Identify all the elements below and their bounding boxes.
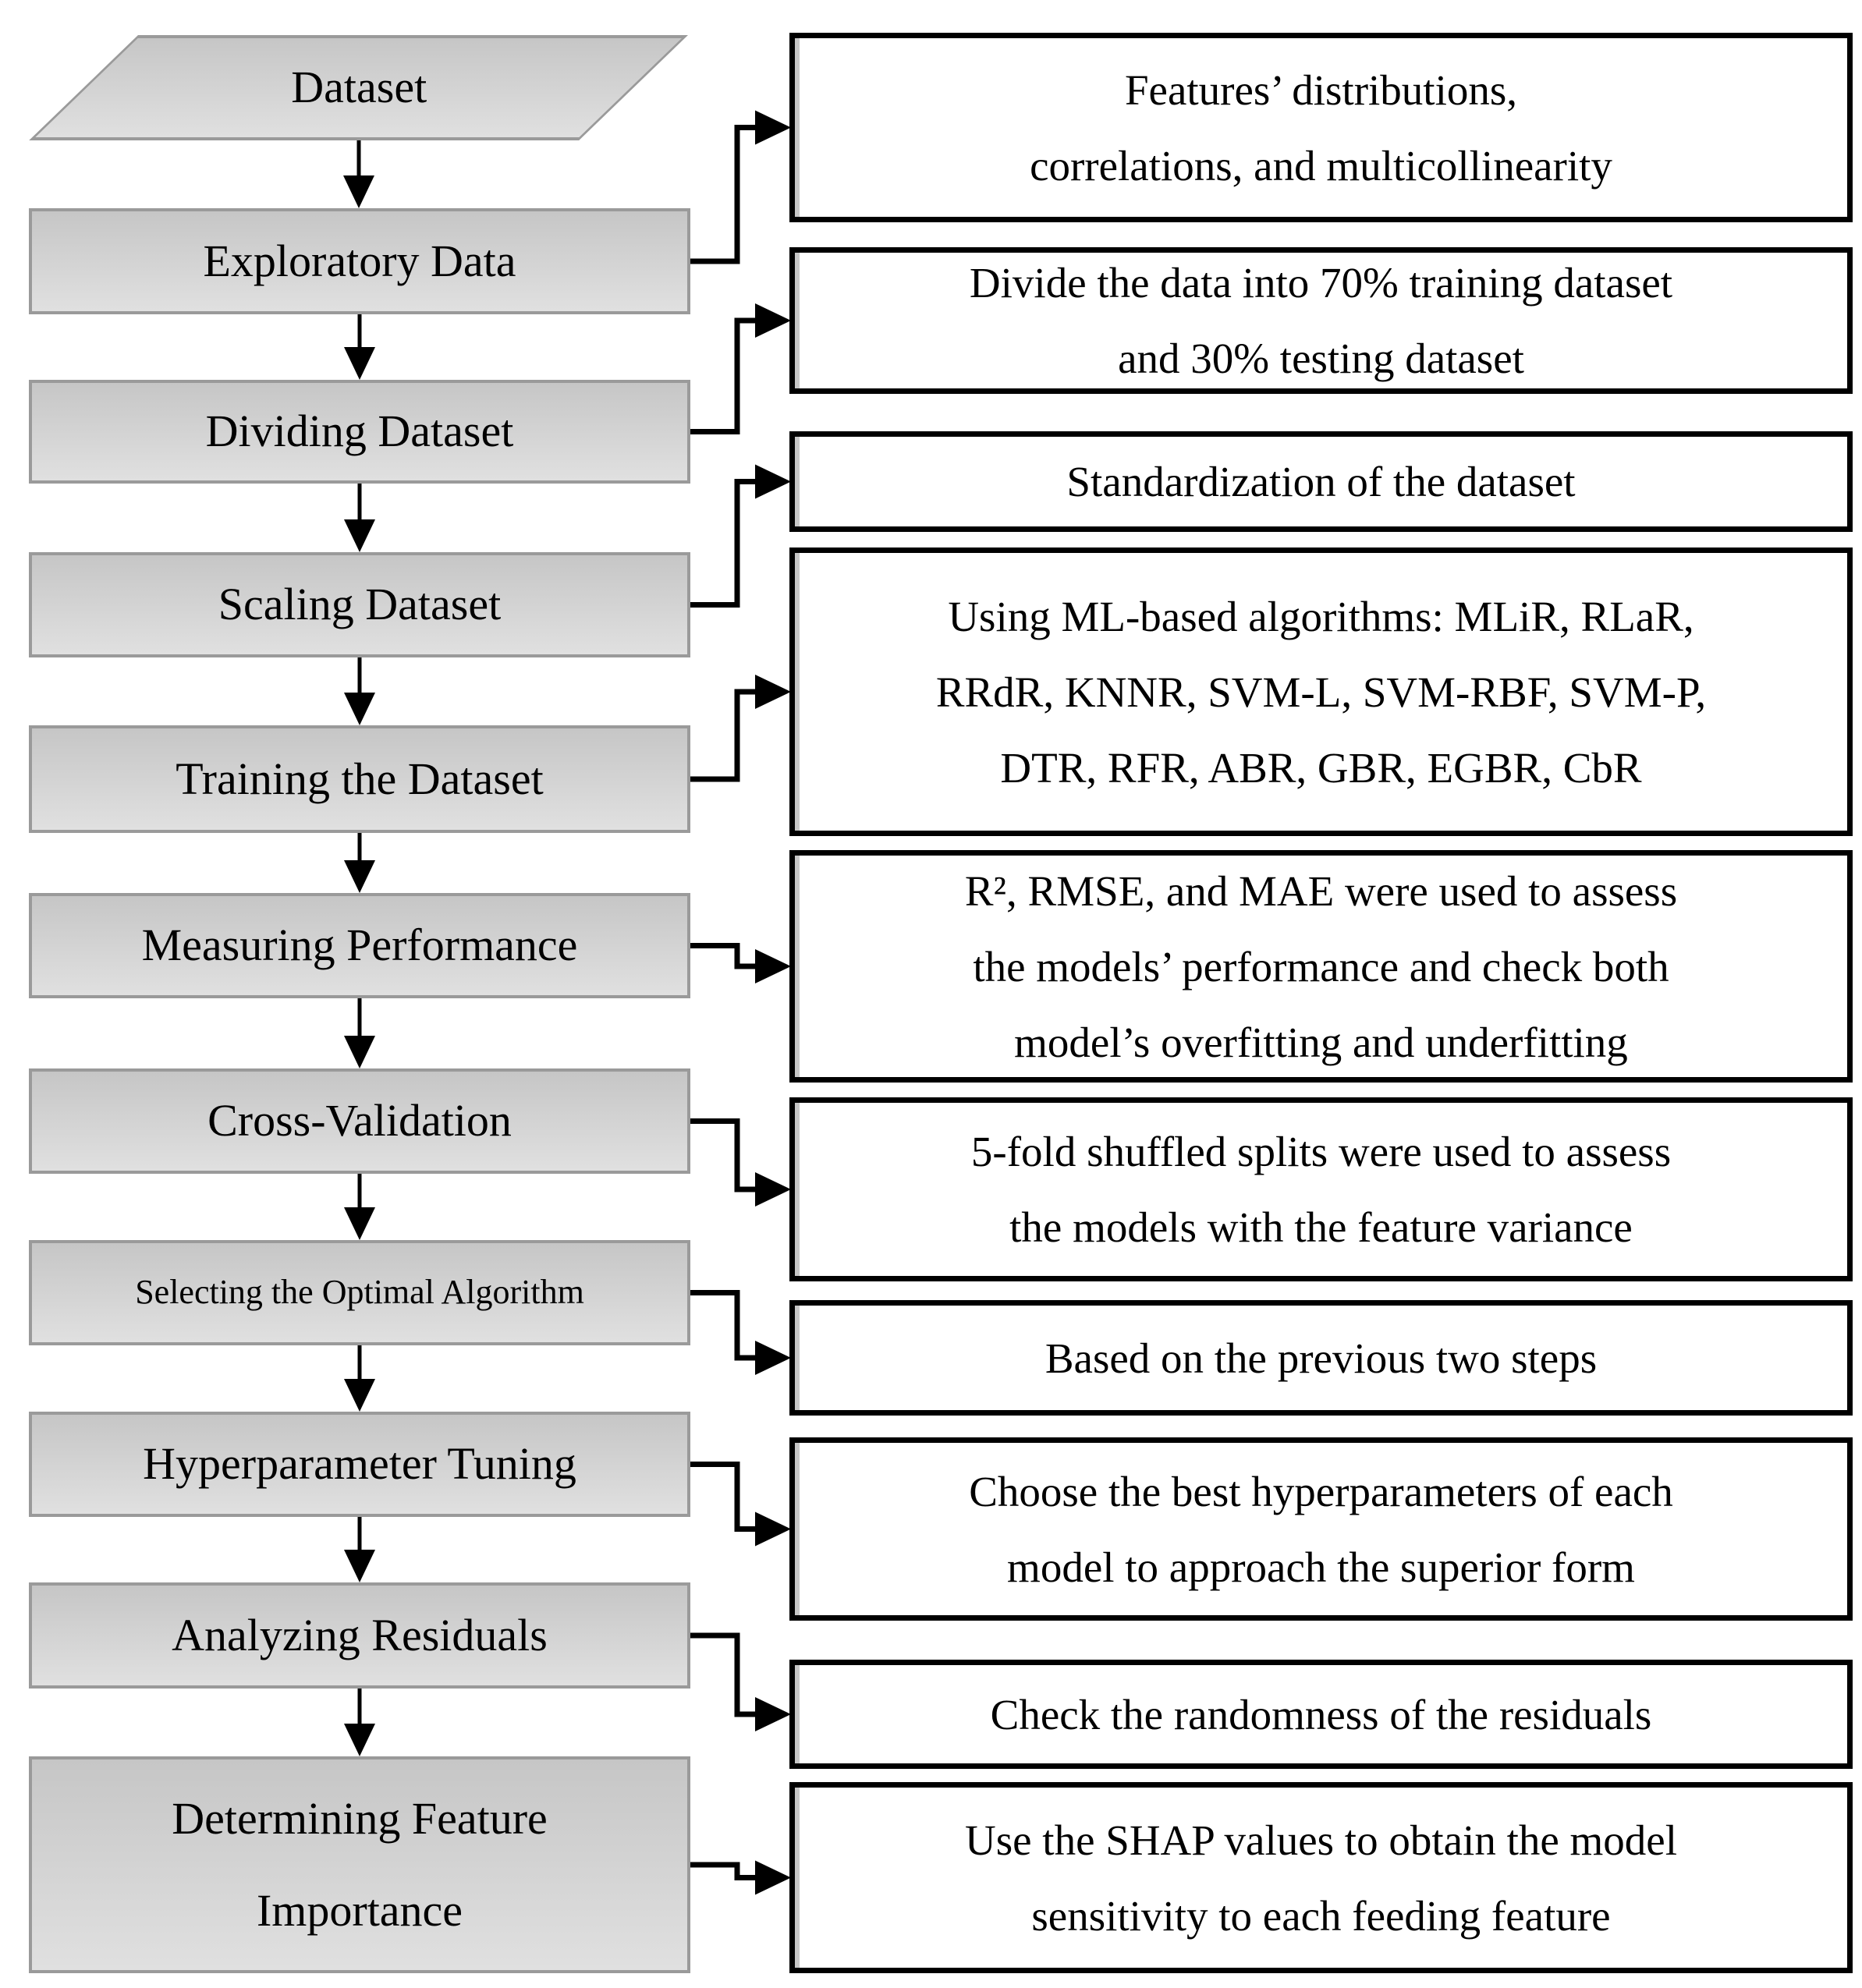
note-text: R², RMSE, and MAE were used to assess th… bbox=[964, 866, 1678, 1066]
flow-down-arrowhead-icon bbox=[344, 519, 375, 552]
note-best-hyperparameters: Choose the best hyperparameters of each … bbox=[789, 1437, 1853, 1621]
flow-elbow-connector bbox=[689, 689, 758, 782]
note-features-distributions: Features’ distributions, correlations, a… bbox=[789, 33, 1853, 222]
flow-down-arrowhead-icon bbox=[343, 175, 374, 208]
step-measuring-performance: Measuring Performance bbox=[29, 893, 690, 998]
note-ml-algorithms: Using ML-based algorithms: MLiR, RLaR, R… bbox=[789, 547, 1853, 836]
note-text: Use the SHAP values to obtain the model … bbox=[965, 1816, 1677, 1940]
step-label: Determining Feature Importance bbox=[172, 1793, 548, 1936]
step-scaling-dataset: Scaling Dataset bbox=[29, 552, 690, 657]
flow-elbow-connector bbox=[689, 943, 758, 969]
note-text: Features’ distributions, correlations, a… bbox=[1030, 66, 1612, 190]
step-determining-feature-importance: Determining Feature Importance bbox=[29, 1756, 690, 1973]
flow-right-arrowhead-icon bbox=[755, 1341, 791, 1375]
step-label: Dividing Dataset bbox=[205, 406, 514, 457]
note-text: Standardization of the dataset bbox=[1066, 458, 1576, 505]
step-label: Analyzing Residuals bbox=[172, 1609, 548, 1660]
flow-right-arrowhead-icon bbox=[755, 1860, 791, 1895]
step-label: Dataset bbox=[290, 62, 427, 113]
step-label: Cross-Validation bbox=[207, 1095, 512, 1146]
step-dividing-dataset: Dividing Dataset bbox=[29, 380, 690, 484]
flow-right-arrowhead-icon bbox=[755, 1172, 791, 1207]
note-text: 5-fold shuffled splits were used to asse… bbox=[970, 1128, 1672, 1251]
flow-down-arrowhead-icon bbox=[344, 1207, 375, 1240]
flow-down-arrowhead-icon bbox=[344, 1036, 375, 1068]
note-residual-randomness: Check the randomness of the residuals bbox=[789, 1660, 1853, 1769]
flow-elbow-connector bbox=[689, 1290, 758, 1361]
flow-right-arrowhead-icon bbox=[755, 1511, 791, 1547]
step-exploratory-data: Exploratory Data bbox=[29, 208, 690, 314]
note-based-on-previous-steps: Based on the previous two steps bbox=[789, 1300, 1853, 1416]
step-label: Measuring Performance bbox=[141, 920, 578, 971]
flow-down-arrowhead-icon bbox=[344, 693, 375, 725]
flow-right-arrowhead-icon bbox=[755, 303, 791, 338]
note-text: Divide the data into 70% training datase… bbox=[969, 259, 1673, 382]
note-text: Based on the previous two steps bbox=[1044, 1334, 1598, 1382]
note-divide-data: Divide the data into 70% training datase… bbox=[789, 247, 1853, 394]
flow-elbow-connector bbox=[689, 1462, 758, 1532]
step-training-dataset: Training the Dataset bbox=[29, 725, 690, 833]
step-label: Training the Dataset bbox=[176, 753, 544, 804]
step-label: Hyperparameter Tuning bbox=[143, 1438, 576, 1490]
note-text: Check the randomness of the residuals bbox=[990, 1690, 1652, 1738]
flow-down-arrowhead-icon bbox=[344, 1550, 375, 1582]
note-performance-metrics: R², RMSE, and MAE were used to assess th… bbox=[789, 850, 1853, 1083]
step-cross-validation: Cross-Validation bbox=[29, 1068, 690, 1174]
flow-right-arrowhead-icon bbox=[755, 110, 791, 145]
flow-elbow-connector bbox=[689, 1118, 758, 1192]
flow-right-arrowhead-icon bbox=[755, 675, 791, 709]
step-selecting-optimal-algorithm: Selecting the Optimal Algorithm bbox=[29, 1240, 690, 1345]
step-dataset: Dataset bbox=[29, 35, 688, 140]
step-label: Exploratory Data bbox=[203, 235, 516, 286]
step-hyperparameter-tuning: Hyperparameter Tuning bbox=[29, 1412, 690, 1517]
note-text: Choose the best hyperparameters of each … bbox=[969, 1467, 1673, 1591]
flow-down-arrowhead-icon bbox=[344, 860, 375, 893]
step-label: Selecting the Optimal Algorithm bbox=[135, 1273, 584, 1312]
flow-down-arrowhead-icon bbox=[344, 1724, 375, 1756]
flow-elbow-connector bbox=[689, 125, 758, 264]
note-standardization: Standardization of the dataset bbox=[789, 431, 1853, 532]
flow-right-arrowhead-icon bbox=[755, 949, 791, 983]
note-text: Using ML-based algorithms: MLiR, RLaR, R… bbox=[935, 592, 1707, 792]
flow-down-arrowhead-icon bbox=[344, 1379, 375, 1412]
flow-elbow-connector bbox=[689, 1632, 758, 1717]
step-label: Scaling Dataset bbox=[218, 579, 502, 630]
flow-elbow-connector bbox=[689, 317, 758, 434]
flow-elbow-connector bbox=[689, 1862, 758, 1880]
step-analyzing-residuals: Analyzing Residuals bbox=[29, 1582, 690, 1689]
note-shap-values: Use the SHAP values to obtain the model … bbox=[789, 1782, 1853, 1973]
note-five-fold-splits: 5-fold shuffled splits were used to asse… bbox=[789, 1097, 1853, 1281]
flow-right-arrowhead-icon bbox=[755, 464, 791, 499]
flow-right-arrowhead-icon bbox=[755, 1697, 791, 1731]
flow-down-arrowhead-icon bbox=[344, 347, 375, 380]
flow-elbow-connector bbox=[689, 479, 758, 608]
